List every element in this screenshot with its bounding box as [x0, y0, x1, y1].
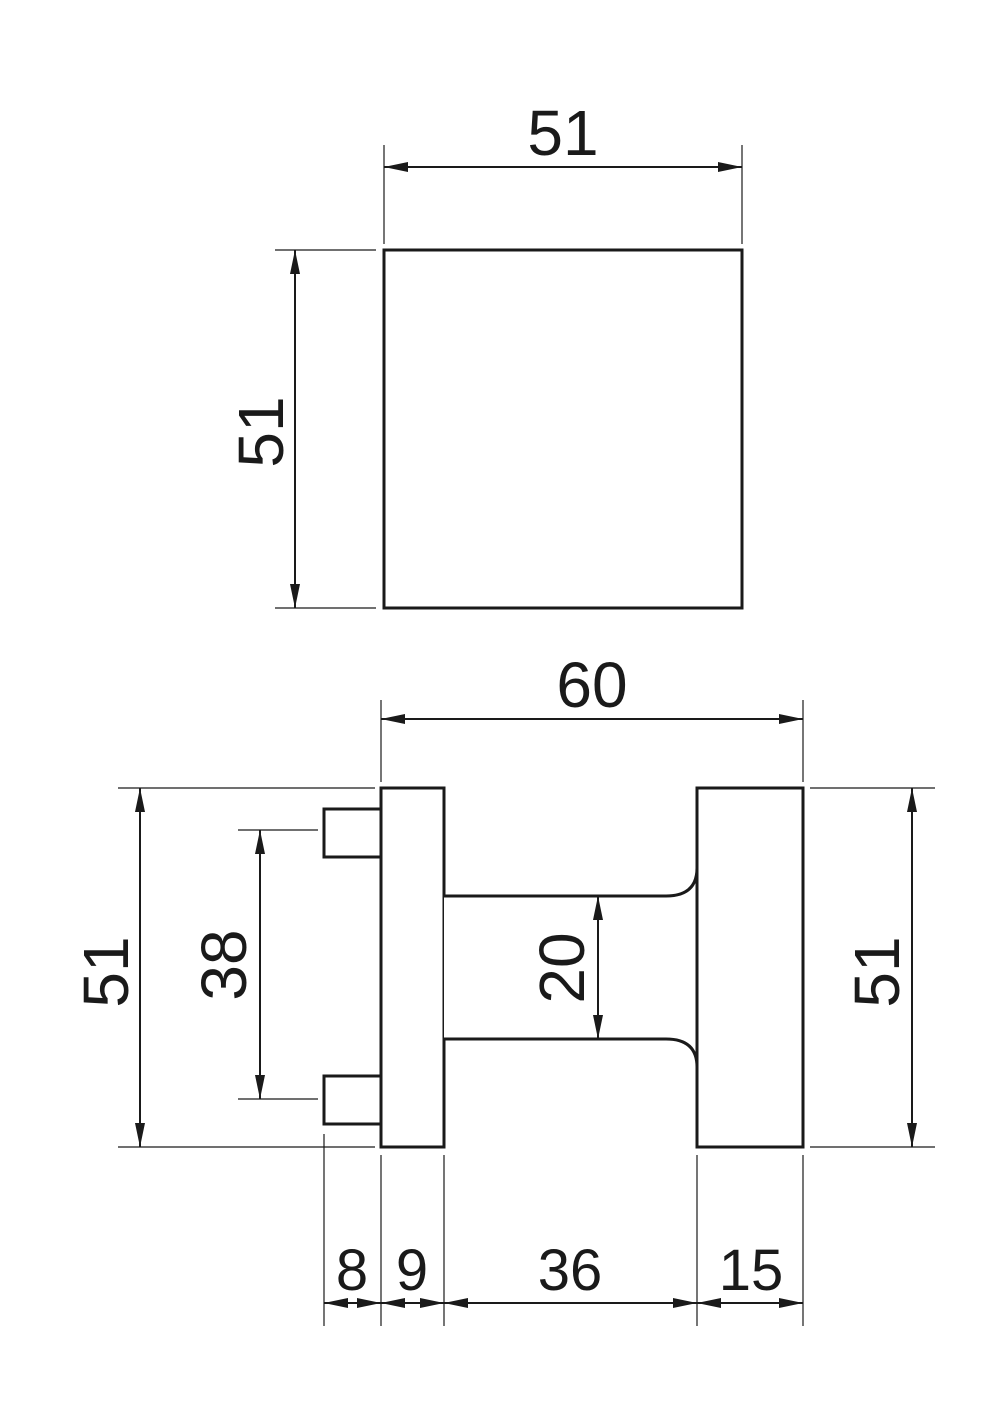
neck-length-label: 36	[538, 1238, 603, 1303]
knob-thickness-label: 15	[719, 1238, 784, 1303]
side-view: 60 51 38 20 51 8 9 36 15	[70, 649, 935, 1326]
overall-length-label: 60	[556, 649, 627, 721]
pin-length-label: 8	[336, 1238, 368, 1303]
knob-face-outline	[382, 248, 744, 610]
front-view: 51 51	[225, 97, 744, 610]
front-height-label: 51	[225, 396, 297, 467]
pin-spacing-label: 38	[188, 929, 260, 1000]
right-height-label: 51	[841, 936, 913, 1007]
neck-diameter-label: 20	[526, 932, 598, 1003]
knob-body-outline	[695, 786, 805, 1149]
lower-pin-outline	[322, 1074, 383, 1126]
rose-thickness-label: 9	[396, 1238, 428, 1303]
front-width-label: 51	[527, 97, 598, 169]
left-height-label: 51	[70, 936, 142, 1007]
upper-pin-outline	[322, 807, 383, 859]
rose-plate-outline	[379, 786, 446, 1149]
